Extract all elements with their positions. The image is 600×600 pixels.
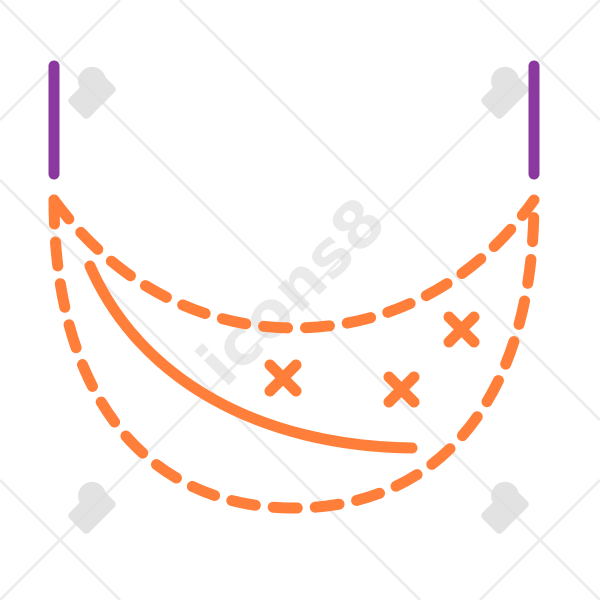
cross-mark-icon (383, 371, 420, 408)
hammock-outer-edge (48, 194, 540, 514)
cross-mark-icon (264, 359, 302, 397)
icons8-logo-icon (481, 66, 529, 119)
icons8-logo-icon (68, 481, 116, 534)
cross-mark-icon (443, 311, 480, 348)
hammock-inner-edge (48, 194, 540, 334)
icons8-logo-icon (68, 66, 116, 119)
hammock-solid-curve (84, 260, 418, 454)
hammock-icon (48, 60, 540, 514)
icons8-logo-icon (481, 481, 529, 534)
